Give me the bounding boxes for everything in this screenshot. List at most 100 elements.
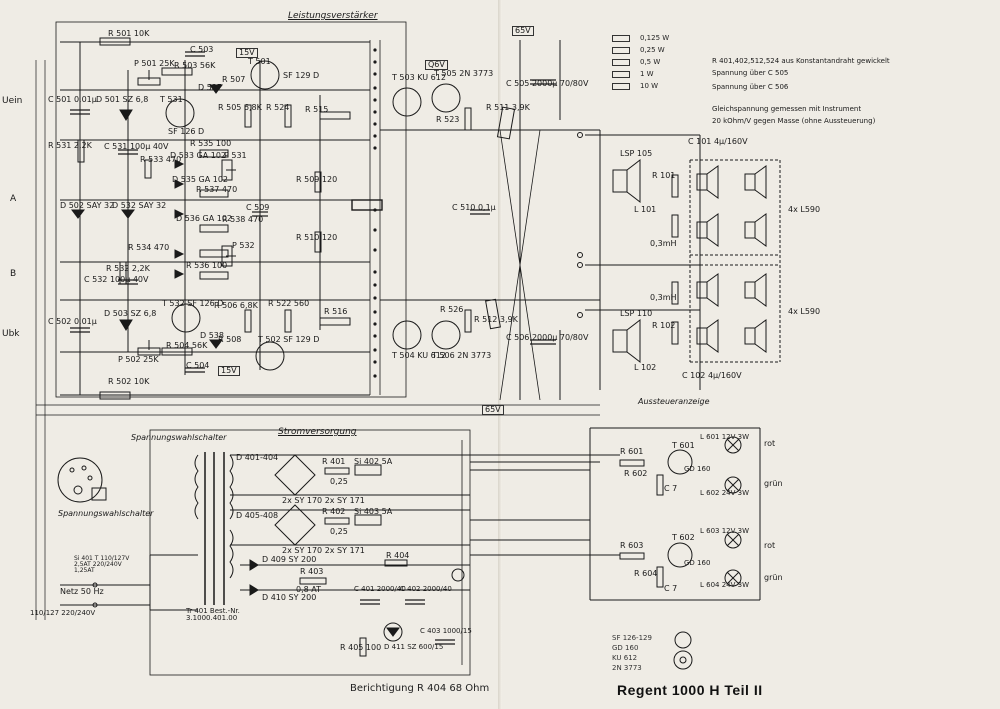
component-c531: C 531 100µ 40V	[104, 142, 169, 151]
voltage-selector-caption: Spannungswahlschalter	[58, 509, 154, 518]
component-c510: C 510 0,1µ	[452, 203, 496, 212]
supply-plus-label: 65V	[512, 26, 534, 36]
component-p502: P 502 25K	[118, 355, 159, 364]
component-sf129d-upper: SF 129 D	[283, 71, 320, 80]
component-r404: R 404	[386, 551, 410, 560]
component-r401-value: 0,25	[330, 477, 348, 486]
component-d411: D 411 SZ 600/15	[384, 643, 444, 651]
component-r526: R 526	[440, 305, 464, 314]
component-t601: T 601	[672, 441, 695, 450]
component-t506: T 506 2N 3773	[432, 351, 492, 360]
component-d503: D 503 SZ 6,8	[104, 309, 157, 318]
component-c506: C 506 2000µ 70/80V	[506, 333, 589, 342]
component-d533: D 533 GA 102	[170, 151, 226, 160]
component-c403: C 403 1000/15	[420, 627, 472, 635]
input-ubk-label: Ubk	[2, 329, 20, 339]
component-p531: P 531	[224, 151, 247, 160]
component-r601: R 601	[620, 447, 644, 456]
supply-15v-lower: 15V	[218, 366, 240, 376]
supply-minus-label: 65V	[482, 405, 504, 415]
component-d537: D 537	[198, 83, 222, 92]
component-p501: P 501 25K	[134, 59, 175, 68]
resistor-symbol-icon	[612, 34, 630, 42]
component-r531: R 531 2,2K	[48, 141, 92, 150]
component-transformer: Tr 401 Best.-Nr. 3.1000.401.00	[186, 607, 240, 622]
component-r532: R 532 2,2K	[106, 264, 150, 273]
supply-q6v-label: Q6V	[425, 60, 448, 70]
resistor-symbol-icon	[612, 46, 630, 54]
component-lsp110: LSP 110	[620, 309, 653, 318]
input-b-label: B	[10, 269, 17, 279]
component-lsp105: LSP 105	[620, 149, 653, 158]
component-r604: R 604	[634, 569, 658, 578]
resistor-symbol-icon	[612, 70, 630, 78]
component-r522: R 522 560	[268, 299, 310, 308]
component-bridge-b: D 405-408	[236, 511, 279, 520]
component-bridge-b-type: 2x SY 170 2x SY 171	[282, 546, 365, 555]
component-c504: C 504	[186, 361, 210, 370]
component-r101: R 101	[652, 171, 676, 180]
component-r508: R 508	[218, 335, 242, 344]
speaker-box-lower: 4x L590	[788, 307, 821, 316]
component-d536: D 536 GA 102	[176, 214, 232, 223]
component-c7-a: C 7	[664, 484, 678, 493]
component-t505: T 505 2N 3773	[434, 69, 494, 78]
component-c532: C 532 100µ 40V	[84, 275, 149, 284]
component-t503: T 503 KU 612	[392, 73, 446, 82]
component-c101: C 101 4µ/160V	[688, 137, 748, 146]
mains-voltage-label: 110/127 220/240V	[30, 609, 96, 617]
component-l601: L 601 12V 3W	[700, 433, 750, 441]
input-u-label: Uein	[2, 96, 23, 106]
component-r509: R 509 120	[296, 175, 338, 184]
note-impedance: 20 kOhm/V gegen Masse (ohne Aussteuerung…	[712, 117, 876, 125]
component-bridge-a: D 401-404	[236, 453, 279, 462]
speaker-box-upper: 4x L590	[788, 205, 821, 214]
component-d502: D 502 SAY 32	[60, 201, 115, 210]
component-r603: R 603	[620, 541, 644, 550]
resistor-symbol-icon	[612, 58, 630, 66]
component-t504: T 504 KU 612	[392, 351, 446, 360]
note-windings: R 401,402,512,524 aus Konstantandraht ge…	[712, 57, 890, 65]
component-gd160-a: GD 160	[684, 465, 711, 473]
component-t602: T 602	[672, 533, 695, 542]
component-l603: L 603 12V 3W	[700, 527, 750, 535]
component-r538: R 538 470	[222, 215, 264, 224]
component-r506: R 506 6,8K	[214, 301, 258, 310]
page-fold	[498, 0, 502, 709]
component-l102: L 102	[634, 363, 657, 372]
component-r511: R 511 3,9K	[486, 103, 530, 112]
component-r502: R 502 10K	[108, 377, 150, 386]
component-r515: R 515	[305, 105, 329, 114]
note-c506: Spannung über C 506	[712, 83, 789, 91]
page-title: Regent 1000 H Teil II	[617, 682, 763, 698]
lamp-color-red-1: rot	[764, 439, 776, 448]
component-r536: R 536 100	[186, 261, 228, 270]
component-r537: R 537 470	[196, 185, 238, 194]
component-l602: L 602 24V 3W	[700, 489, 750, 497]
level-indicator-title: Aussteueranzeige	[638, 397, 710, 406]
lamp-color-green-1: grün	[764, 479, 783, 488]
input-a-label: A	[10, 194, 17, 204]
component-r401: R 401	[322, 457, 346, 466]
component-t502: T 502 SF 129 D	[258, 335, 320, 344]
component-r533: R 533 470	[140, 155, 182, 164]
component-t531: T 531	[160, 95, 183, 104]
legend-row-025w: 0,25 W	[612, 46, 665, 54]
lamp-color-green-2: grün	[764, 573, 783, 582]
component-d501: D 501 SZ 6,8	[96, 95, 149, 104]
component-d410: D 410 SY 200	[262, 593, 317, 602]
component-r405: R 405 100	[340, 643, 382, 652]
component-r403: R 403	[300, 567, 324, 576]
component-c102: C 102 4µ/160V	[682, 371, 742, 380]
component-r524: R 524	[266, 103, 290, 112]
legend-row-05w: 0,5 W	[612, 58, 660, 66]
component-c509: C 509	[246, 203, 270, 212]
component-c501: C 501 0,01µ	[48, 95, 97, 104]
component-gd160-b: GD 160	[684, 559, 711, 567]
semiconductor-list: SF 126-129 GD 160 KU 612 2N 3773	[612, 634, 652, 672]
amplifier-section-title: Leistungsverstärker	[288, 11, 378, 21]
component-sf126d-upper: SF 126 D	[168, 127, 205, 136]
component-r505: R 505 6,8K	[218, 103, 262, 112]
component-r501: R 501 10K	[108, 29, 150, 38]
